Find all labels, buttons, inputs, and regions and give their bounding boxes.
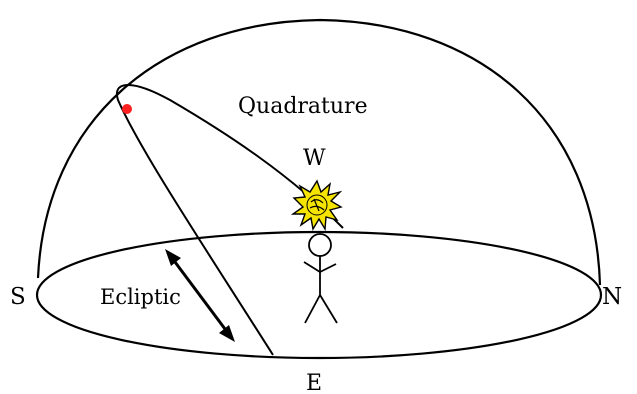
- south-label: S: [10, 284, 26, 310]
- ecliptic-label: Ecliptic: [100, 285, 181, 309]
- stick-figure-observer-icon: [304, 234, 337, 323]
- west-label: W: [303, 146, 326, 171]
- red-dot-planet-icon: [122, 104, 132, 114]
- quadrature-label: Quadrature: [238, 94, 368, 119]
- east-label: E: [306, 371, 322, 394]
- north-label: N: [602, 284, 622, 310]
